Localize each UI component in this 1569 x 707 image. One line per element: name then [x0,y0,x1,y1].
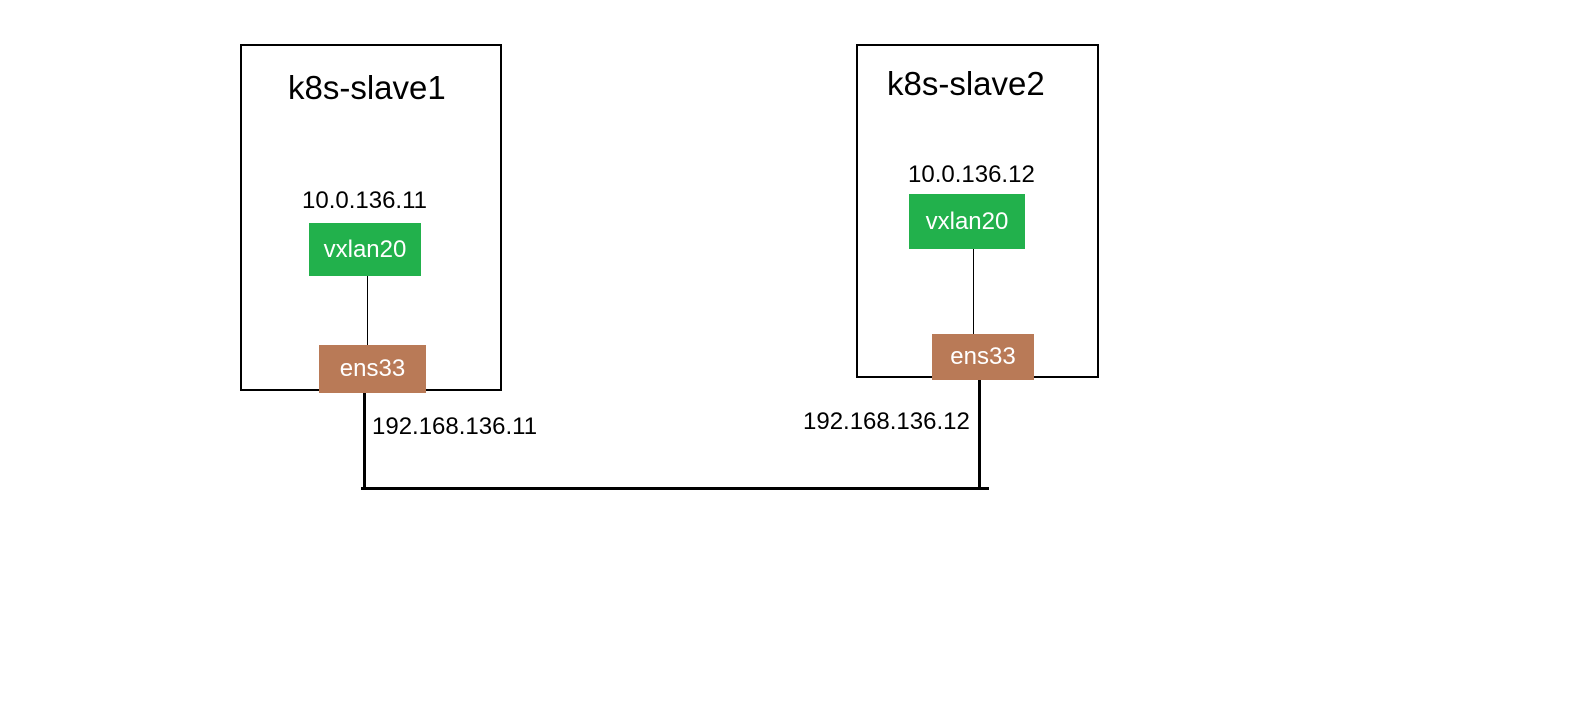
vxlan-ip-k8s-slave2: 10.0.136.12 [908,161,1035,188]
host-title-k8s-slave2: k8s-slave2 [887,65,1045,102]
nic-label-k8s-slave1: ens33 [339,355,406,382]
vxlan-interface-k8s-slave2: vxlan20 [909,194,1025,249]
vxlan-label-k8s-slave1: vxlan20 [323,235,407,263]
nic-interface-k8s-slave1: ens33 [319,345,426,393]
vxlan-ip-k8s-slave1: 10.0.136.11 [302,187,428,214]
vxlan-label-k8s-slave2: vxlan20 [925,207,1009,235]
nic-interface-k8s-slave2: ens33 [932,334,1034,380]
vxlan-to-nic-link-k8s-slave2 [973,249,974,334]
nic-label-k8s-slave2: ens33 [950,343,1016,370]
uplink-wire-k8s-slave1 [363,393,366,490]
host-title-k8s-slave1: k8s-slave1 [288,69,446,106]
vxlan-to-nic-link-k8s-slave1 [367,276,368,345]
uplink-wire-k8s-slave2 [978,380,981,490]
nic-ip-k8s-slave2: 192.168.136.12 [803,408,970,435]
nic-ip-k8s-slave1: 192.168.136.11 [372,413,538,440]
vxlan-interface-k8s-slave1: vxlan20 [309,223,421,276]
network-bus-line [361,487,989,490]
